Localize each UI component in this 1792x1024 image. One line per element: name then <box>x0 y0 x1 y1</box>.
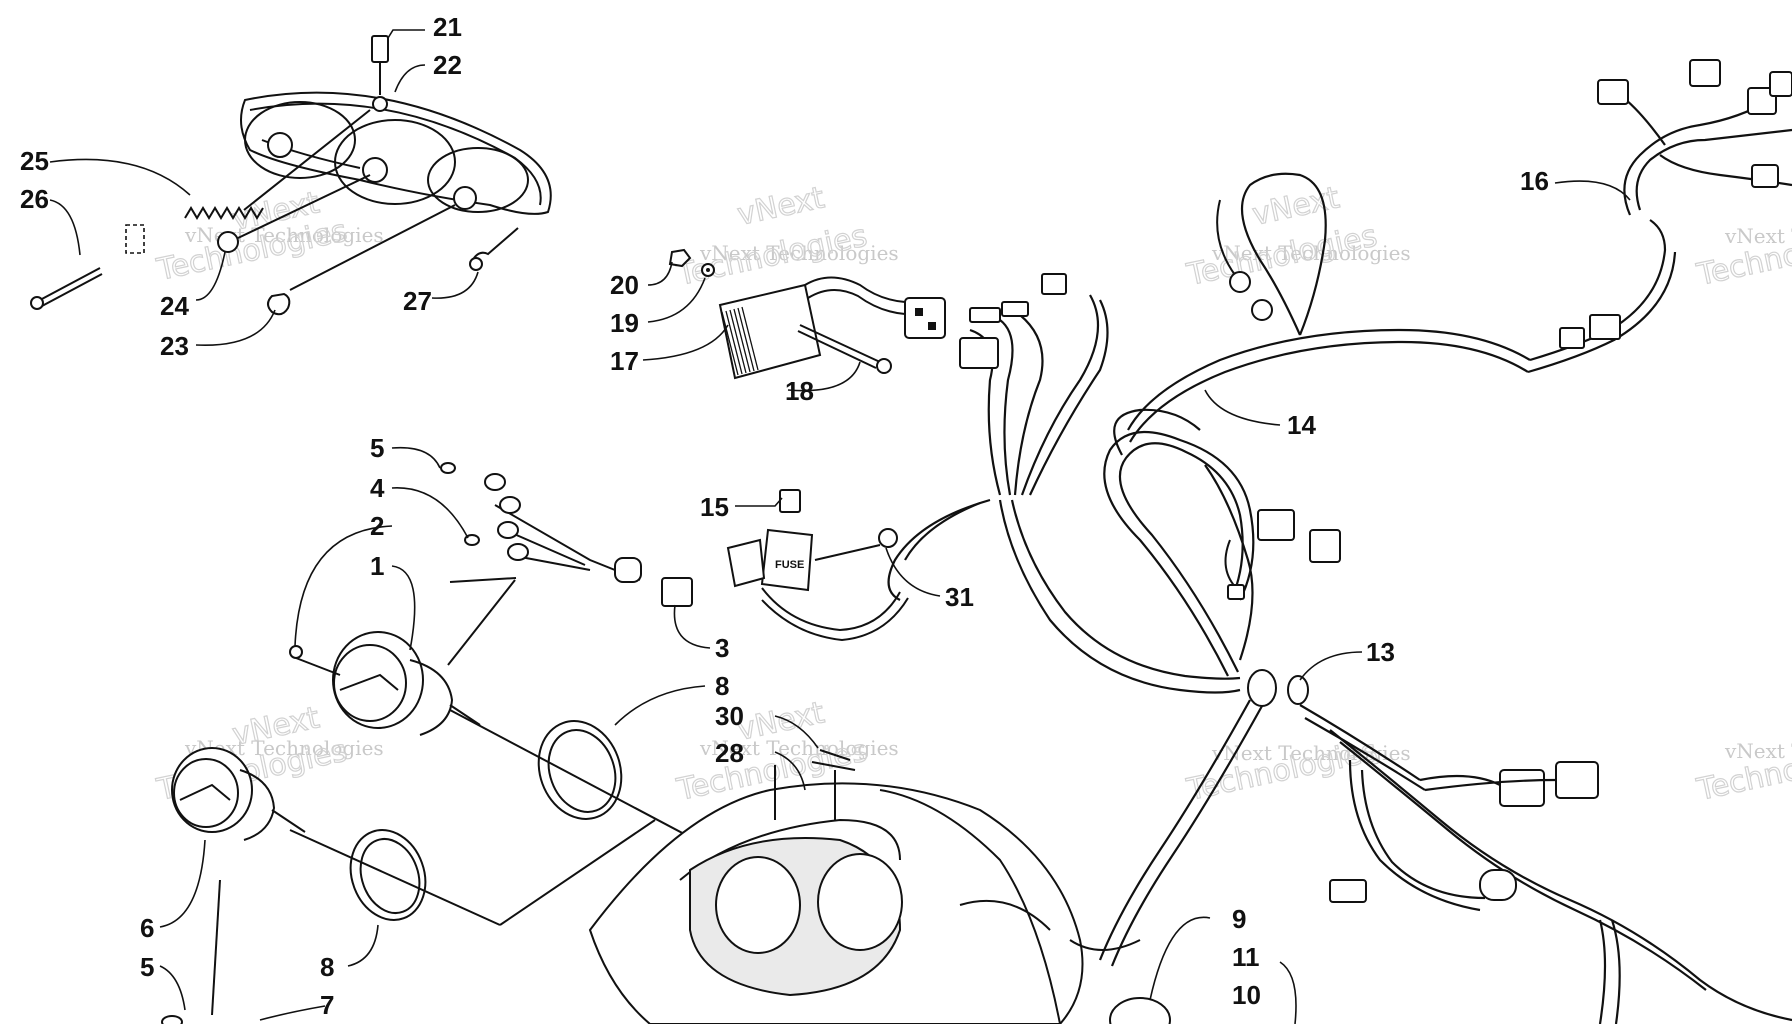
regulator-assembly <box>668 248 946 380</box>
callout-4: 4 <box>370 473 385 503</box>
callout-8-lower: 8 <box>320 952 334 982</box>
callout-1: 1 <box>370 551 384 581</box>
callout-16: 16 <box>1520 166 1549 196</box>
main-harness <box>887 59 1792 1024</box>
callout-30: 30 <box>715 701 744 731</box>
callout-5-lower: 5 <box>140 952 154 982</box>
watermark-text: vNext Technologies <box>699 736 899 760</box>
watermark-text: vNext Technologies <box>1724 739 1792 763</box>
callout-labels: 21 22 25 26 24 23 27 20 19 17 18 15 31 1… <box>20 12 1549 1020</box>
callout-19: 19 <box>610 308 639 338</box>
callout-18: 18 <box>785 376 814 406</box>
leader-lines <box>49 29 1631 1024</box>
callout-10: 10 <box>1232 980 1261 1010</box>
callout-24: 24 <box>160 291 189 321</box>
watermark-vnext: vNext <box>734 180 827 233</box>
callout-7: 7 <box>320 990 334 1020</box>
watermark-vnext: vNext <box>1249 180 1342 233</box>
callout-21: 21 <box>433 12 462 42</box>
callout-11: 11 <box>1232 942 1260 972</box>
callout-26: 26 <box>20 184 49 214</box>
callout-6: 6 <box>140 913 154 943</box>
watermark-big: Technologies <box>1183 219 1380 294</box>
callout-9: 9 <box>1232 904 1246 934</box>
callout-25: 25 <box>20 146 49 176</box>
callout-17: 17 <box>610 346 639 376</box>
fuse-holder: FUSE <box>726 489 909 642</box>
callout-13: 13 <box>1366 637 1395 667</box>
callout-5: 5 <box>370 433 384 463</box>
watermark-text: vNext Technologies <box>699 241 899 265</box>
watermark-text: vNext Technologies <box>1724 224 1792 248</box>
callout-15: 15 <box>700 492 729 522</box>
callout-2: 2 <box>370 511 384 541</box>
taillight-assembly <box>30 35 552 316</box>
callout-23: 23 <box>160 331 189 361</box>
callout-20: 20 <box>610 270 639 300</box>
fuse-label: FUSE <box>775 559 804 571</box>
callout-22: 22 <box>433 50 462 80</box>
callout-31: 31 <box>945 582 974 612</box>
callout-27: 27 <box>403 286 432 316</box>
callout-14: 14 <box>1287 410 1316 440</box>
callout-3: 3 <box>715 633 729 663</box>
watermark-text: vNext Technologies <box>1211 241 1411 265</box>
clip-part <box>371 35 389 63</box>
callout-8: 8 <box>715 671 729 701</box>
callout-28: 28 <box>715 738 744 768</box>
